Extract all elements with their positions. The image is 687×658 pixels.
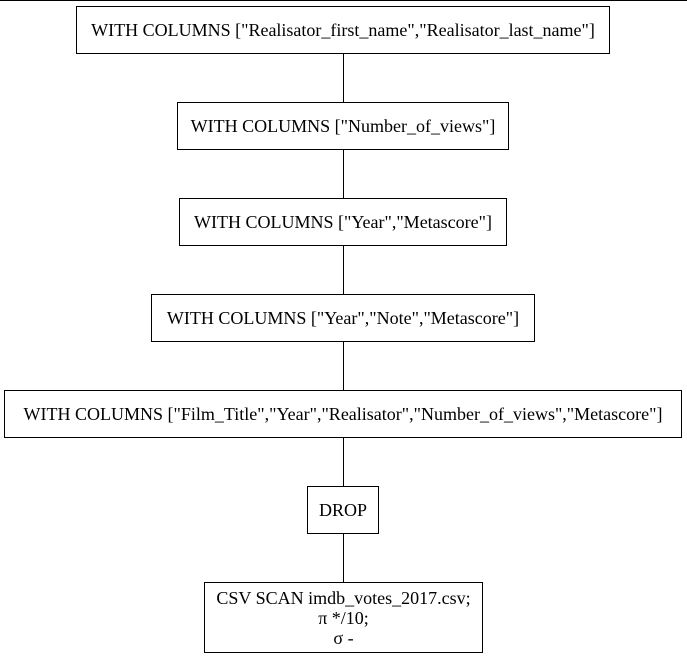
node-label: WITH COLUMNS ["Realisator_first_name","R…	[91, 20, 595, 40]
node-csv-scan[interactable]: CSV SCAN imdb_votes_2017.csv; π */10; σ …	[204, 582, 483, 653]
node-label: WITH COLUMNS ["Year","Metascore"]	[193, 212, 492, 232]
edge-n2-n3	[343, 150, 344, 198]
projection-line: π */10;	[318, 607, 369, 628]
edge-n5-n6	[343, 438, 344, 486]
top-border-line	[0, 0, 687, 1]
node-label: DROP	[318, 500, 367, 520]
node-with-columns-year-note-metascore[interactable]: WITH COLUMNS ["Year","Note","Metascore"]	[151, 294, 535, 342]
edge-n6-n7	[343, 534, 344, 582]
node-label: WITH COLUMNS ["Year","Note","Metascore"]	[166, 308, 520, 328]
node-with-columns-year-metascore[interactable]: WITH COLUMNS ["Year","Metascore"]	[179, 198, 507, 246]
selection-line: σ -	[333, 627, 354, 648]
edge-n4-n5	[343, 342, 344, 390]
node-with-columns-film-fields[interactable]: WITH COLUMNS ["Film_Title","Year","Reali…	[4, 390, 682, 438]
node-with-columns-realisator-names[interactable]: WITH COLUMNS ["Realisator_first_name","R…	[76, 6, 610, 54]
node-with-columns-number-of-views[interactable]: WITH COLUMNS ["Number_of_views"]	[177, 102, 509, 150]
node-label: WITH COLUMNS ["Film_Title","Year","Reali…	[23, 404, 663, 424]
edge-n3-n4	[343, 246, 344, 294]
csv-scan-line: CSV SCAN imdb_votes_2017.csv;	[216, 587, 471, 608]
node-drop[interactable]: DROP	[307, 486, 379, 534]
node-label: WITH COLUMNS ["Number_of_views"]	[190, 116, 496, 136]
edge-n1-n2	[343, 54, 344, 102]
